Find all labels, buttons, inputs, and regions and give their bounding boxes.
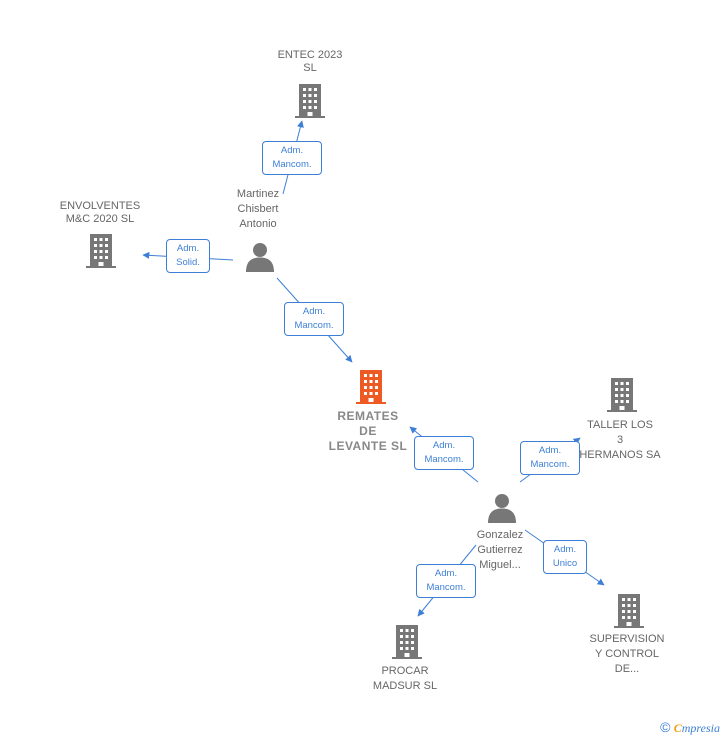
relation-label[interactable]: Adm. Mancom.: [416, 564, 476, 598]
node-label-taller[interactable]: TALLER LOS 3 HERMANOS SA: [579, 419, 661, 461]
relation-label[interactable]: Adm. Mancom.: [262, 141, 322, 175]
node-label-entec[interactable]: ENTEC 2023 SL: [277, 49, 343, 74]
building-icon[interactable]: [86, 234, 116, 268]
footer-brand[interactable]: © Cmpresia: [660, 719, 720, 736]
node-label-gonzalez[interactable]: Gonzalez Gutierrez Miguel...: [476, 529, 524, 571]
node-label-envolventes[interactable]: ENVOLVENTES M&C 2020 SL: [59, 200, 141, 225]
building-icon[interactable]: [614, 594, 644, 628]
person-icon[interactable]: [246, 243, 274, 272]
node-label-remates[interactable]: REMATES DE LEVANTE SL: [328, 409, 408, 453]
relation-label[interactable]: Adm. Solid.: [166, 239, 210, 273]
building-icon[interactable]: [295, 84, 325, 118]
person-icon[interactable]: [488, 494, 516, 523]
relation-label[interactable]: Adm. Mancom.: [284, 302, 344, 336]
relation-label[interactable]: Adm. Mancom.: [414, 436, 474, 470]
relation-label[interactable]: Adm. Unico: [543, 540, 587, 574]
copyright-icon: ©: [660, 719, 671, 735]
node-label-martinez[interactable]: Martinez Chisbert Antonio: [236, 188, 280, 230]
building-icon[interactable]: [607, 378, 637, 412]
relation-label[interactable]: Adm. Mancom.: [520, 441, 580, 475]
node-label-procar[interactable]: PROCAR MADSUR SL: [372, 665, 438, 692]
brand-logo: Cmpresia: [673, 721, 720, 735]
building-icon[interactable]: [392, 625, 422, 659]
node-label-supervision[interactable]: SUPERVISION Y CONTROL DE...: [589, 633, 665, 675]
building-icon[interactable]: [356, 370, 386, 404]
